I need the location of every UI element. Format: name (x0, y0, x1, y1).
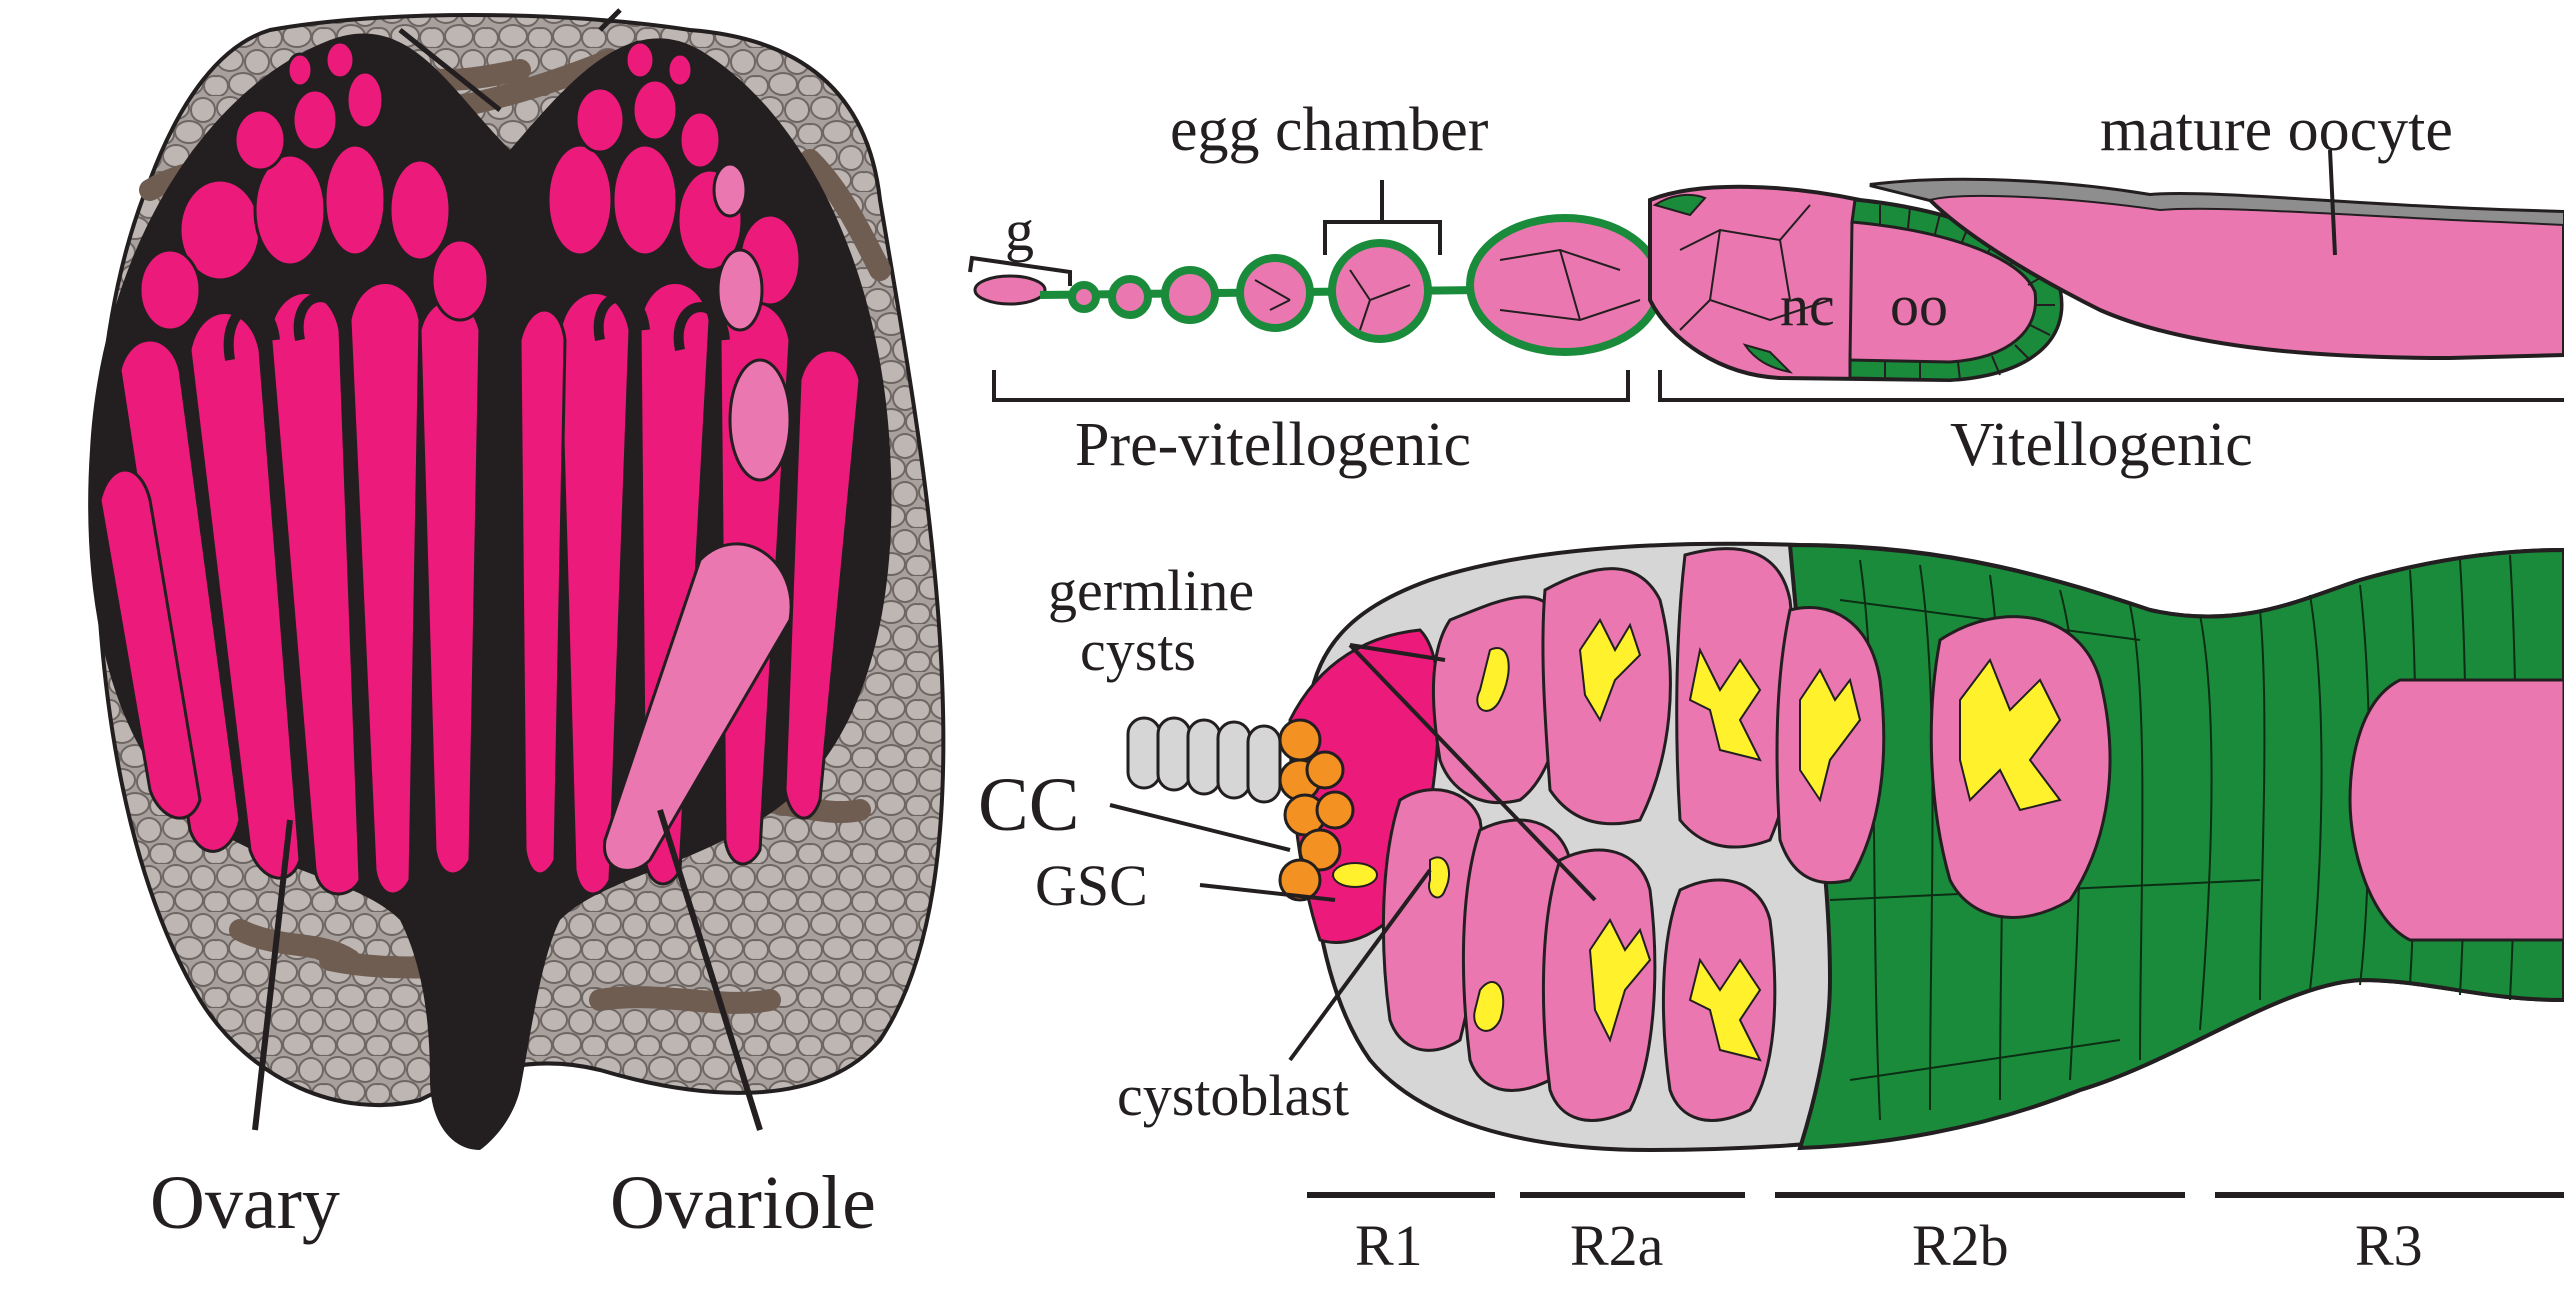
nc-label: nc (1780, 273, 1835, 338)
nurse-cell-oocyte-boundary (1850, 222, 1852, 360)
mature-oocyte-label: mature oocyte (2100, 96, 2453, 164)
germarium (975, 276, 1045, 304)
oo-label: oo (1890, 273, 1948, 338)
ovariole-schematic: g egg chamber nc oo (970, 96, 2564, 479)
germline-label-line2: cysts (1080, 618, 1196, 683)
terminal-filament (1128, 718, 1280, 802)
region-r2b-label: R2b (1912, 1213, 2009, 1278)
region-r1-label: R1 (1355, 1213, 1423, 1278)
region-r2a-label: R2a (1570, 1213, 1663, 1278)
ovariole-label: Ovariole (610, 1161, 876, 1245)
germarium-detail: germline cysts CC GSC cystoblast R1 R2a … (978, 544, 2564, 1278)
egg-chamber-label: egg chamber (1170, 96, 1489, 164)
pre-vitellogenic-bracket (994, 370, 1628, 400)
g-label: g (1005, 198, 1034, 263)
ovary-illustration: Ovary Ovariole (88, 10, 943, 1245)
germline-label-line1: germline (1048, 558, 1254, 623)
pre-vitellogenic-label: Pre-vitellogenic (1075, 411, 1471, 479)
cc-label: CC (978, 763, 1079, 847)
vitellogenic-label: Vitellogenic (1950, 411, 2253, 479)
gsc-label: GSC (1035, 853, 1148, 918)
cystoblast-label: cystoblast (1117, 1063, 1349, 1128)
r3-oocyte (2350, 680, 2564, 940)
egg-chambers (1072, 218, 1660, 352)
ovary-label: Ovary (150, 1161, 340, 1245)
region-r3-label: R3 (2355, 1213, 2423, 1278)
